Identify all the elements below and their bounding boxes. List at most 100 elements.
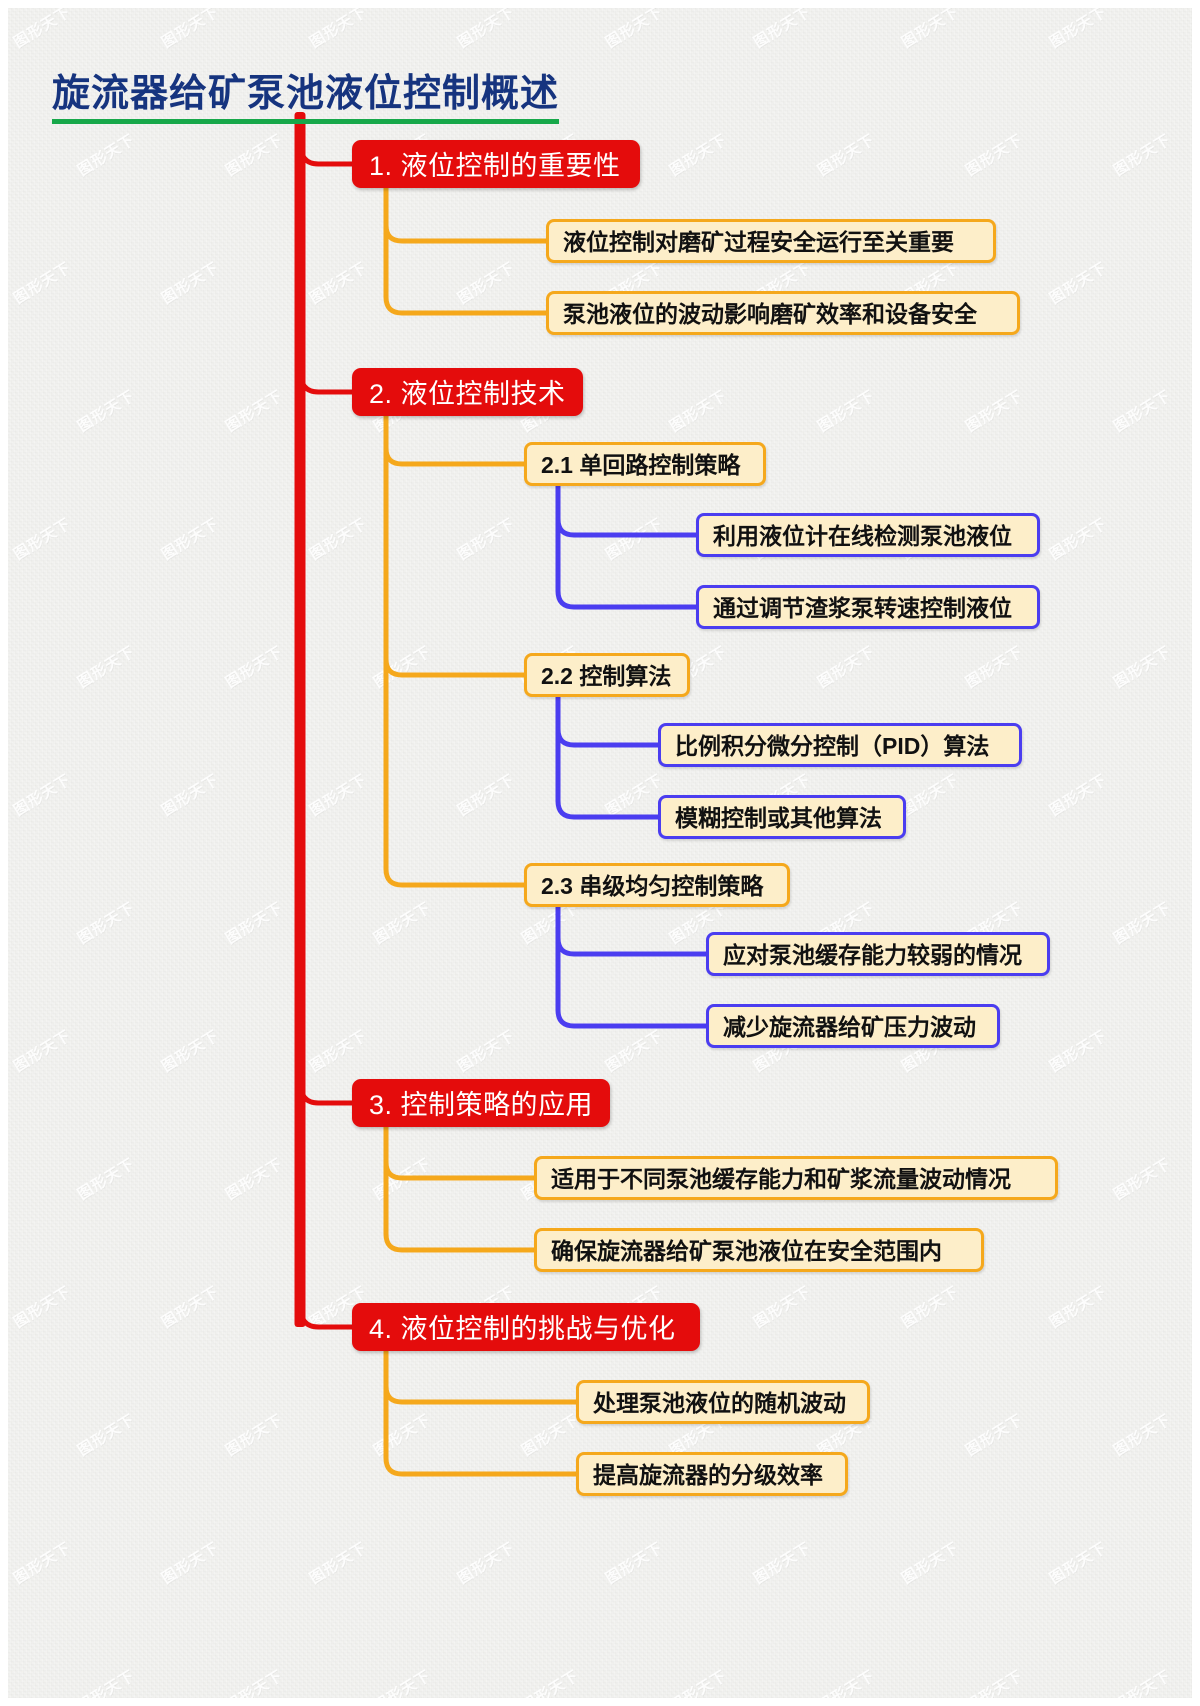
connector-b2s2-to-b2s2c2 (555, 694, 661, 820)
connector-trunk-to-b4 (297, 1302, 355, 1330)
watermark-text: 图形天下 (1194, 1283, 1200, 1332)
mindmap-node-b2[interactable]: 2. 液位控制技术 (352, 368, 583, 416)
connector-b2s1-to-b2s1c2 (555, 483, 699, 610)
watermark-text: 图形天下 (1194, 3, 1200, 52)
watermark-text: 图形天下 (898, 1539, 963, 1588)
watermark-text: 图形天下 (10, 3, 75, 52)
connector-b4-to-b4c2 (383, 1348, 579, 1477)
watermark-text: 图形天下 (222, 1155, 287, 1204)
watermark-text: 图形天下 (602, 1027, 667, 1076)
watermark-text: 图形天下 (1110, 387, 1175, 436)
mindmap-node-b3[interactable]: 3. 控制策略的应用 (352, 1079, 611, 1127)
watermark-text: 图形天下 (158, 259, 223, 308)
mindmap-node-b4[interactable]: 4. 液位控制的挑战与优化 (352, 1303, 700, 1351)
watermark-text: 图形天下 (158, 515, 223, 564)
watermark-text: 图形天下 (454, 3, 519, 52)
watermark-text: 图形天下 (158, 1539, 223, 1588)
watermark-text: 图形天下 (10, 259, 75, 308)
watermark-text: 图形天下 (158, 1283, 223, 1332)
watermark-text: 图形天下 (962, 387, 1027, 436)
watermark-text: 图形天下 (750, 1539, 815, 1588)
connector-b2s3-to-b2s3c2 (555, 904, 709, 1029)
mindmap-node-b3c1[interactable]: 适用于不同泵池缓存能力和矿浆流量波动情况 (534, 1156, 1058, 1200)
watermark-text: 图形天下 (1046, 259, 1111, 308)
connector-b2s3-to-b2s3c1 (555, 904, 709, 957)
watermark-text: 图形天下 (222, 131, 287, 180)
mindmap-node-b3c2[interactable]: 确保旋流器给矿泵池液位在安全范围内 (534, 1228, 984, 1272)
mindmap-node-b1[interactable]: 1. 液位控制的重要性 (352, 140, 640, 188)
mindmap-node-label: 1. 液位控制的重要性 (369, 150, 621, 181)
connector-b2-to-b2s2 (383, 413, 527, 678)
watermark-text: 图形天下 (74, 643, 139, 692)
mindmap-node-b2s3c2[interactable]: 减少旋流器给矿压力波动 (706, 1004, 1000, 1048)
mindmap-node-b2s1c1[interactable]: 利用液位计在线检测泵池液位 (696, 513, 1040, 557)
watermark-text: 图形天下 (222, 1411, 287, 1460)
mindmap-node-label: 2.2 控制算法 (541, 663, 672, 689)
mindmap-node-label: 液位控制对磨矿过程安全运行至关重要 (563, 229, 954, 255)
watermark-text: 图形天下 (454, 515, 519, 564)
watermark-text: 图形天下 (158, 3, 223, 52)
watermark-text: 图形天下 (1110, 1155, 1175, 1204)
watermark-text: 图形天下 (518, 1411, 583, 1460)
watermark-text: 图形天下 (1046, 1539, 1111, 1588)
mindmap-node-label: 4. 液位控制的挑战与优化 (369, 1313, 676, 1344)
mindmap-node-label: 确保旋流器给矿泵池液位在安全范围内 (551, 1238, 942, 1264)
watermark-text: 图形天下 (1046, 771, 1111, 820)
watermark-text: 图形天下 (454, 259, 519, 308)
mindmap-node-b1c2[interactable]: 泵池液位的波动影响磨矿效率和设备安全 (546, 291, 1020, 335)
watermark-text: 图形天下 (666, 1667, 731, 1706)
connector-trunk-to-b1 (297, 139, 355, 167)
mindmap-node-b2s3c1[interactable]: 应对泵池缓存能力较弱的情况 (706, 932, 1050, 976)
watermark-text: 图形天下 (1046, 515, 1111, 564)
mindmap-node-b4c2[interactable]: 提高旋流器的分级效率 (576, 1452, 848, 1496)
watermark-text: 图形天下 (962, 1667, 1027, 1706)
watermark-text: 图形天下 (1194, 1027, 1200, 1076)
mindmap-node-b2s2c2[interactable]: 模糊控制或其他算法 (658, 795, 906, 839)
mindmap-node-b1c1[interactable]: 液位控制对磨矿过程安全运行至关重要 (546, 219, 996, 263)
watermark-text: 图形天下 (1194, 771, 1200, 820)
watermark-text: 图形天下 (898, 771, 963, 820)
mindmap-node-b2s2[interactable]: 2.2 控制算法 (524, 653, 690, 697)
watermark-text: 图形天下 (306, 259, 371, 308)
watermark-text: 图形天下 (602, 771, 667, 820)
page-title: 旋流器给矿泵池液位控制概述 (52, 72, 560, 124)
watermark-text: 图形天下 (454, 1539, 519, 1588)
watermark-text: 图形天下 (814, 643, 879, 692)
connector-b4-to-b4c1 (383, 1348, 579, 1405)
mindmap-node-b2s1[interactable]: 2.1 单回路控制策略 (524, 442, 766, 486)
watermark-text: 图形天下 (1110, 899, 1175, 948)
mindmap-node-label: 减少旋流器给矿压力波动 (723, 1014, 976, 1040)
watermark-text: 图形天下 (306, 3, 371, 52)
watermark-text: 图形天下 (370, 643, 435, 692)
mindmap-node-label: 模糊控制或其他算法 (675, 805, 882, 831)
connector-b2-to-b2s1 (383, 413, 527, 467)
connector-b2s2-to-b2s2c1 (555, 694, 661, 748)
watermark-text: 图形天下 (10, 1539, 75, 1588)
mindmap-node-b2s2c1[interactable]: 比例积分微分控制（PID）算法 (658, 723, 1022, 767)
mindmap-node-label: 3. 控制策略的应用 (369, 1089, 594, 1120)
mindmap-node-label: 处理泵池液位的随机波动 (593, 1390, 846, 1416)
connector-b2-to-b2s3 (383, 413, 527, 888)
watermark-text: 图形天下 (74, 1667, 139, 1706)
watermark-text: 图形天下 (10, 1283, 75, 1332)
watermark-text: 图形天下 (306, 1027, 371, 1076)
mindmap-node-b2s1c2[interactable]: 通过调节渣浆泵转速控制液位 (696, 585, 1040, 629)
mindmap-node-label: 利用液位计在线检测泵池液位 (713, 523, 1012, 549)
watermark-text: 图形天下 (222, 387, 287, 436)
watermark-text: 图形天下 (898, 1283, 963, 1332)
watermark-text: 图形天下 (306, 515, 371, 564)
watermark-text: 图形天下 (1046, 3, 1111, 52)
watermark-text: 图形天下 (1194, 1539, 1200, 1588)
mindmap-node-b2s3[interactable]: 2.3 串级均匀控制策略 (524, 863, 790, 907)
watermark-text: 图形天下 (10, 1027, 75, 1076)
mindmap-node-label: 应对泵池缓存能力较弱的情况 (723, 942, 1022, 968)
watermark-text: 图形天下 (10, 771, 75, 820)
mindmap-node-b4c1[interactable]: 处理泵池液位的随机波动 (576, 1380, 870, 1424)
mindmap-trunk (294, 112, 306, 1327)
watermark-text: 图形天下 (222, 643, 287, 692)
mindmap-node-label: 适用于不同泵池缓存能力和矿浆流量波动情况 (551, 1166, 1011, 1192)
watermark-text: 图形天下 (750, 3, 815, 52)
watermark-text: 图形天下 (370, 1155, 435, 1204)
watermark-text: 图形天下 (518, 1667, 583, 1706)
